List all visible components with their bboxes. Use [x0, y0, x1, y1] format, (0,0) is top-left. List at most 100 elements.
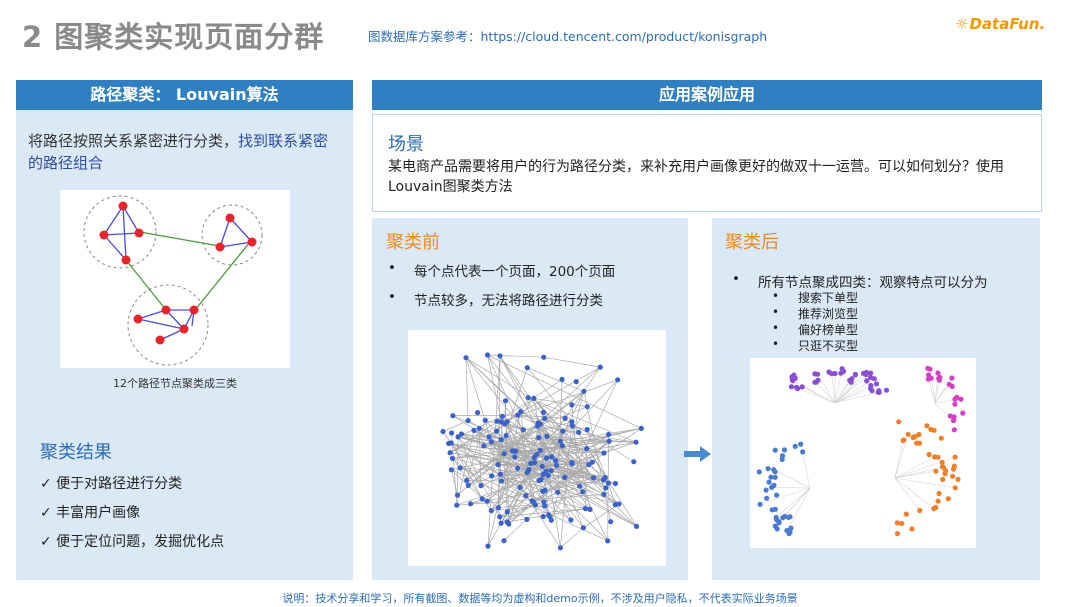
page-node — [540, 409, 547, 415]
edge — [457, 436, 493, 477]
figure-caption: 12个路径节点聚类成三类 — [113, 377, 237, 390]
page-node — [512, 454, 518, 460]
edge — [557, 379, 563, 493]
page-node — [488, 508, 494, 514]
node — [99, 230, 109, 240]
edge — [550, 379, 619, 521]
cluster-node — [763, 487, 769, 493]
page-node — [498, 478, 505, 484]
cluster-node — [838, 370, 844, 376]
page-node — [580, 489, 586, 495]
edge — [894, 477, 921, 511]
cluster-node — [793, 384, 800, 390]
page-node — [631, 459, 637, 465]
page-node — [612, 480, 618, 487]
right-panel-heading: 应用案例应用 — [372, 80, 1042, 110]
edge — [451, 469, 458, 496]
page-node — [494, 428, 500, 434]
page-node — [568, 517, 574, 523]
edge — [460, 467, 619, 505]
node — [215, 242, 225, 252]
cluster-node — [952, 401, 958, 407]
cluster-node — [788, 525, 794, 531]
cluster-node — [774, 492, 780, 498]
page-node — [495, 462, 501, 468]
edge — [831, 373, 836, 404]
page-node — [475, 410, 481, 416]
page-node — [464, 477, 470, 483]
page-node — [498, 437, 504, 443]
graph-after-clustering — [750, 358, 976, 548]
sub-bullet: 搜索下单型 — [798, 291, 859, 305]
edge — [571, 421, 637, 527]
cluster-node — [776, 520, 782, 526]
cluster-node — [766, 479, 772, 485]
page-node — [590, 475, 597, 481]
page-node — [606, 438, 612, 444]
page-node — [498, 419, 504, 425]
cluster-node — [894, 520, 900, 526]
cluster-node — [951, 417, 957, 423]
page-node — [633, 523, 640, 529]
page-node — [526, 467, 532, 473]
page-node — [601, 450, 607, 456]
page-node — [541, 354, 547, 360]
page-node — [615, 377, 621, 383]
node — [133, 314, 143, 324]
page-node — [498, 520, 504, 526]
edge — [527, 367, 585, 392]
page-node — [478, 483, 484, 489]
cluster-node — [782, 513, 788, 519]
cluster-node — [905, 431, 911, 437]
node — [155, 335, 165, 345]
edge — [500, 428, 642, 524]
node — [118, 201, 128, 211]
edge — [490, 437, 539, 511]
scene-text: 某电商产品需要将用户的行为路径分类，来补充用户画像更好的做双十一运营。可以如何划… — [388, 159, 1004, 195]
edge — [452, 414, 518, 417]
reference-link[interactable]: 图数据库方案参考：https://cloud.tencent.com/produ… — [368, 29, 768, 44]
page-node — [502, 398, 509, 404]
edge — [517, 414, 587, 449]
page-node — [584, 446, 590, 452]
page-node — [580, 525, 586, 531]
page-node — [501, 538, 507, 544]
page-node — [458, 431, 465, 437]
page-node — [549, 454, 555, 460]
edge — [894, 440, 904, 479]
page-node — [484, 352, 491, 358]
page-node — [518, 409, 524, 415]
edge — [483, 440, 610, 447]
page-node — [503, 432, 509, 439]
page-node — [524, 516, 530, 522]
edge — [499, 355, 557, 466]
page-node — [501, 451, 507, 457]
edge — [487, 354, 502, 422]
page-node — [499, 413, 505, 419]
edge — [498, 355, 501, 508]
cluster-node — [812, 371, 818, 377]
edge — [497, 463, 531, 465]
cluster-node — [790, 378, 796, 384]
logo-text: DataFun. — [969, 15, 1046, 33]
page-node — [587, 506, 593, 512]
page-node — [454, 502, 460, 508]
scene-title: 场景 — [388, 134, 424, 155]
edge — [137, 309, 167, 320]
page-node — [562, 415, 568, 421]
edge — [483, 421, 572, 447]
sub-bullet: 只逛不买型 — [798, 339, 859, 353]
page-node — [562, 474, 568, 480]
edge — [473, 430, 541, 451]
edge — [586, 429, 609, 484]
cluster-node — [947, 413, 953, 419]
cluster-node — [926, 451, 932, 458]
edge — [931, 378, 936, 404]
edge — [219, 217, 231, 248]
result-item: ✓ 丰富用户画像 — [40, 505, 141, 521]
cluster-node — [769, 484, 775, 490]
page-title: 2 图聚类实现页面分群 — [22, 20, 325, 54]
edge — [834, 373, 864, 404]
page-node — [484, 498, 490, 504]
edge — [500, 462, 572, 475]
